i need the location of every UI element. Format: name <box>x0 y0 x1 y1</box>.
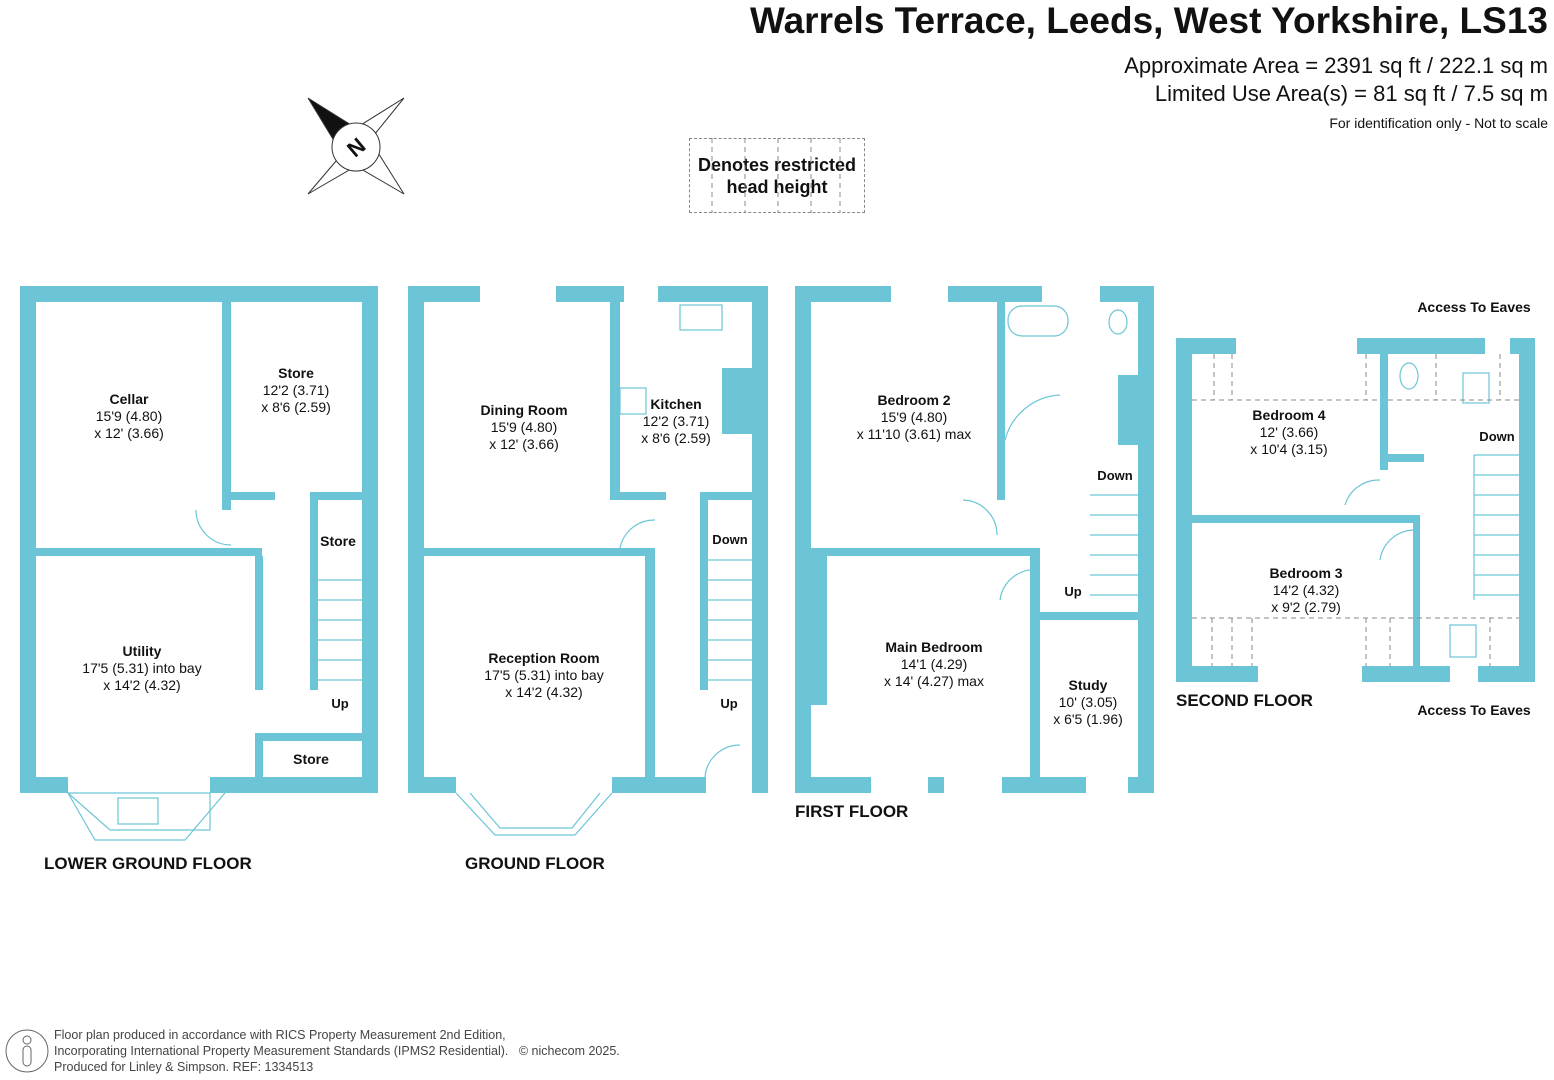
legend-line2: head height <box>726 177 828 197</box>
stairs-up-label: Up <box>720 696 738 711</box>
page-title: Warrels Terrace, Leeds, West Yorkshire, … <box>750 0 1548 41</box>
store-label: Store <box>293 751 329 767</box>
floor-name-ground: GROUND FLOOR <box>465 854 605 873</box>
person-icon <box>5 1029 49 1073</box>
floor-name-second: SECOND FLOOR <box>1176 691 1313 710</box>
store-label: Store <box>320 533 356 549</box>
footer-line1: Floor plan produced in accordance with R… <box>54 1028 506 1042</box>
floor-name-lower: LOWER GROUND FLOOR <box>44 854 252 873</box>
floor-name-first: FIRST FLOOR <box>795 802 909 821</box>
stairs-down-label: Down <box>1097 468 1133 483</box>
restricted-height-areas <box>711 138 1519 666</box>
stairs-down-label: Down <box>1479 429 1515 444</box>
access-to-eaves-label: Access To Eaves <box>1417 702 1531 718</box>
compass-icon: N <box>307 97 405 195</box>
walls <box>20 286 1535 793</box>
restricted-height-legend: Denotes restricted head height <box>689 138 865 213</box>
scale-note: For identification only - Not to scale <box>1329 115 1548 131</box>
stairs-up-label: Up <box>331 696 349 711</box>
approximate-area: Approximate Area = 2391 sq ft / 222.1 sq… <box>1124 53 1548 78</box>
stairs-up-label: Up <box>1064 584 1082 599</box>
legend-line1: Denotes restricted <box>697 155 857 175</box>
access-to-eaves-label: Access To Eaves <box>1417 299 1531 315</box>
footer-text: Floor plan produced in accordance with R… <box>54 1027 620 1075</box>
copyright: © nichecom 2025. <box>518 1044 620 1058</box>
fixtures <box>66 304 1519 841</box>
limited-use-area: Limited Use Area(s) = 81 sq ft / 7.5 sq … <box>1154 81 1548 106</box>
footer-line3: Produced for Linley & Simpson. REF: 1334… <box>54 1060 314 1074</box>
stairs-down-label: Down <box>712 532 748 547</box>
footer-line2: Incorporating International Property Mea… <box>54 1044 509 1058</box>
